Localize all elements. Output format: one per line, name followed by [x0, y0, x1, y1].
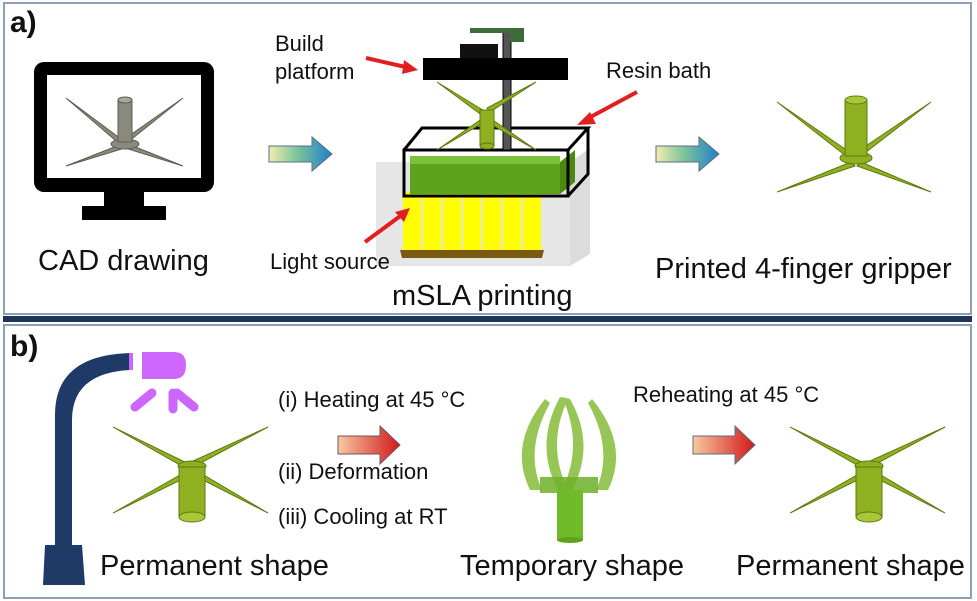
reheating-text: Reheating at 45 °C — [633, 382, 820, 407]
pointer-arrows — [363, 56, 638, 244]
printing-gripper — [436, 81, 537, 151]
label-light-source: Light source — [270, 249, 390, 274]
arrow-right-icon — [692, 424, 756, 466]
step-deformation-text: (ii) Deformation — [278, 459, 429, 484]
arrow-right-icon — [337, 424, 401, 466]
panel-a-tag: a) — [10, 6, 37, 39]
caption-temporary-shape: Temporary shape — [460, 550, 685, 582]
label-resin-bath: Resin bath — [606, 58, 712, 83]
permanent-gripper-model — [789, 426, 946, 523]
step-heating-text: (i) Heating at 45 °C — [278, 387, 466, 412]
light-source-columns — [400, 192, 544, 258]
caption-printed-gripper: Printed 4-finger gripper — [655, 253, 952, 285]
panel-divider — [3, 316, 972, 322]
uv-lamp-icon — [43, 352, 199, 585]
caption-msla-printing: mSLA printing — [392, 280, 573, 312]
step-cooling-text: (iii) Cooling at RT — [278, 504, 448, 529]
panel-b-tag: b) — [10, 330, 39, 363]
msla-printer-illustration — [376, 28, 592, 266]
permanent-gripper-model — [112, 426, 269, 523]
cad-gripper-model — [65, 96, 184, 167]
label-build-platform: Build platform — [275, 31, 355, 84]
monitor-icon — [34, 62, 214, 220]
arrow-right-icon — [268, 135, 333, 173]
caption-permanent-shape-1: Permanent shape — [100, 550, 329, 582]
arrow-right-icon — [655, 135, 720, 173]
printed-gripper-model — [776, 95, 932, 193]
caption-cad-drawing: CAD drawing — [38, 245, 209, 277]
temporary-gripper-model — [521, 397, 617, 543]
caption-permanent-shape-2: Permanent shape — [736, 550, 965, 582]
